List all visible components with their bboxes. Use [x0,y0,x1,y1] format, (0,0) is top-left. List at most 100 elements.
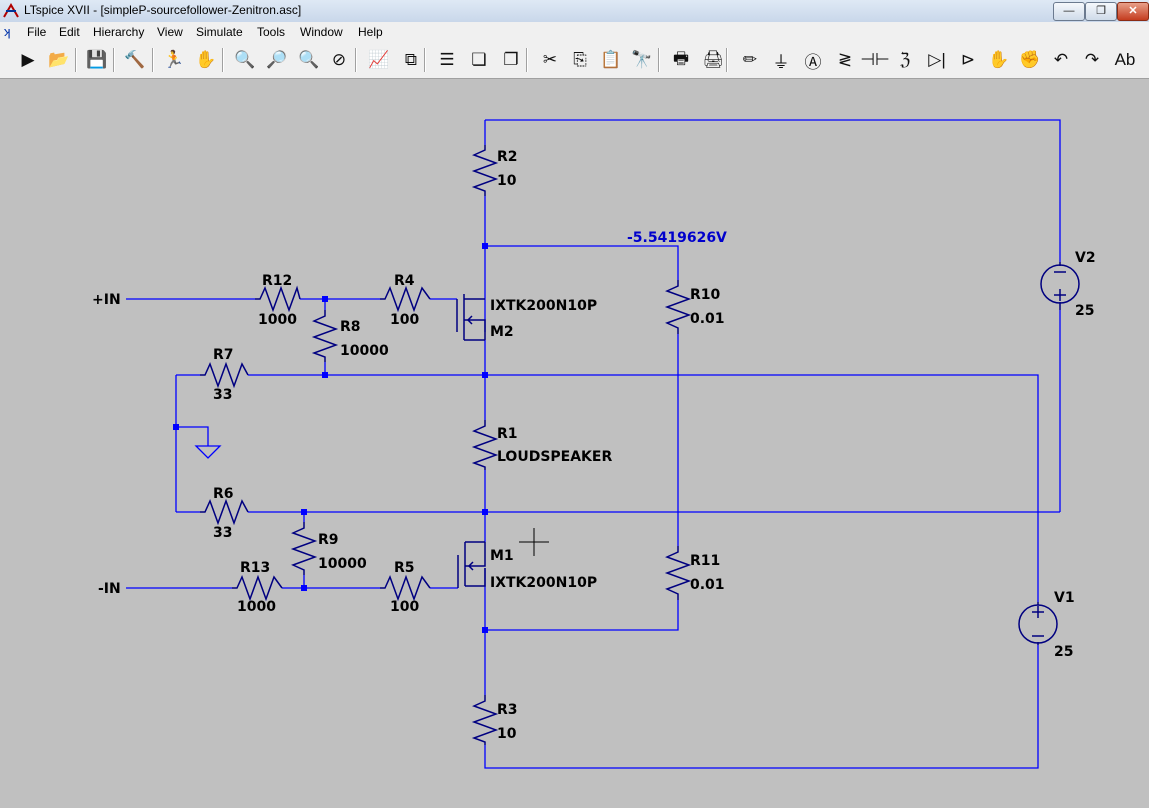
minimize-button[interactable]: — [1053,2,1085,21]
zoom-out-icon[interactable]: 🔍 [298,50,320,69]
voltage-source-v1[interactable] [1018,602,1058,645]
menu-file[interactable]: File [27,25,47,39]
save-icon[interactable]: 💾 [86,50,108,69]
voltage-source-v2[interactable] [1040,262,1080,310]
text-icon[interactable]: Ab [1114,50,1136,69]
drag-icon[interactable]: ✊ [1019,50,1041,69]
resistor-r12[interactable] [255,285,301,313]
mosfet-m1[interactable] [457,541,486,588]
resistor-r10[interactable] [664,280,692,334]
tile-horizontal-icon[interactable]: ☰ [439,50,455,69]
menu-simulate[interactable]: Simulate [196,25,243,39]
schematic-doc-icon[interactable]: ʞ [4,24,11,39]
menu-view[interactable]: View [157,25,183,39]
resistor-r6[interactable] [200,498,249,526]
ground-icon[interactable] [194,445,222,459]
r7-ref: R7 [213,347,234,363]
label-net-icon[interactable]: Ⓐ [804,52,822,72]
toolbar-separator [222,48,224,72]
control-panel-icon[interactable]: 🔨 [124,50,146,69]
v1-value: 25 [1054,644,1073,660]
resistor-icon[interactable]: ≷ [837,50,853,69]
undo-icon[interactable]: ↶ [1053,50,1069,69]
resistor-r4[interactable] [380,285,431,313]
close-button[interactable]: ✕ [1117,2,1149,21]
r10-ref: R10 [690,287,721,303]
junctions [173,243,488,633]
menu-hierarchy[interactable]: Hierarchy [93,25,145,39]
resistor-r8[interactable] [311,310,339,362]
autoscale-icon[interactable]: 📈 [368,50,390,69]
r10-value: 0.01 [690,311,725,327]
draw-wire-icon[interactable]: ✏ [742,50,758,69]
wires [126,119,1061,769]
r9-ref: R9 [318,532,339,548]
run-man-icon[interactable]: 🏃 [163,50,185,69]
paste-icon[interactable]: 📋 [600,50,622,69]
resistor-r2[interactable] [471,145,499,196]
probe-voltage: -5.5419626V [627,230,727,246]
toolbar-separator [526,48,528,72]
tile-vertical-icon[interactable]: ❐ [503,50,519,69]
resistor-r7[interactable] [200,361,249,389]
resistor-r9[interactable] [290,522,318,575]
find-icon[interactable]: 🔭 [631,50,653,69]
m1-ref: M1 [490,548,514,564]
m1-value: IXTK200N10P [490,575,597,591]
r11-value: 0.01 [690,577,725,593]
toolbar-separator [152,48,154,72]
diode-icon[interactable]: ▷| [928,50,946,69]
menu-edit[interactable]: Edit [59,25,80,39]
menu-tools[interactable]: Tools [257,25,286,39]
r13-ref: R13 [240,560,270,576]
menu-window[interactable]: Window [300,25,343,39]
m2-ref: M2 [490,324,514,340]
r2-value: 10 [497,173,517,189]
r6-value: 33 [213,525,232,541]
resistor-r11[interactable] [664,546,692,600]
menu-help[interactable]: Help [358,25,383,39]
r8-ref: R8 [340,319,361,335]
inductor-icon[interactable]: ℨ [899,50,911,69]
schematic-drawing: R2 10 -5.5419626V R10 0.01 +IN R12 1000 … [92,119,1096,769]
mosfet-m2[interactable] [456,294,486,341]
ground-icon[interactable]: ⏚ [772,52,790,72]
halt-hand-icon[interactable]: ✋ [195,50,217,69]
zoom-in-icon[interactable]: 🔍 [234,50,256,69]
run-icon[interactable]: ▶ [21,50,35,69]
cut-icon[interactable]: ✂ [542,50,558,69]
r5-value: 100 [390,599,419,615]
r12-value: 1000 [258,312,297,328]
toolbar: ▶ 📂 💾 🔨 🏃 ✋ 🔍 🔎 🔍 ⊘ 📈 ⧉ ☰ ❏ ❐ ✂ ⎘ 📋 🔭 🖶 🖨 ✏ ⏚ Ⓐ ≷ ⊣⊢ ℨ ▷| ⊳ ✋ ✊ ↶ ↷ Ab [0,42,1149,79]
component-icon[interactable]: ⊳ [960,50,976,69]
toolbar-separator [658,48,660,72]
resistor-r13[interactable] [232,574,283,602]
zoom-pan-icon[interactable]: 🔎 [266,50,288,69]
ltspice-app-icon[interactable] [3,3,19,19]
open-folder-icon[interactable]: 📂 [48,50,70,69]
redo-icon[interactable]: ↷ [1084,50,1100,69]
crosshair-cursor [519,528,549,556]
cascade-icon[interactable]: ❏ [471,50,487,69]
r3-ref: R3 [497,702,518,718]
capacitor-icon[interactable]: ⊣⊢ [860,50,890,69]
print-setup-icon[interactable]: 🖨 [702,50,724,69]
plot-settings-icon[interactable]: ⧉ [404,50,418,69]
r9-value: 10000 [318,556,367,572]
v2-ref: V2 [1075,250,1096,266]
schematic-canvas[interactable]: R2 10 -5.5419626V R10 0.01 +IN R12 1000 … [0,79,1149,803]
maximize-button[interactable]: ❐ [1085,2,1117,21]
resistor-r1[interactable] [471,420,499,470]
toolbar-separator [726,48,728,72]
r1-ref: R1 [497,426,518,442]
copy-icon[interactable]: ⎘ [573,50,587,69]
move-icon[interactable]: ✋ [988,50,1010,69]
m2-value: IXTK200N10P [490,298,597,314]
r3-value: 10 [497,726,517,742]
r2-ref: R2 [497,149,518,165]
resistor-r3[interactable] [471,695,499,745]
zoom-cancel-icon[interactable]: ⊘ [331,50,347,69]
print-icon[interactable]: 🖶 [672,48,690,68]
resistor-r5[interactable] [380,574,431,602]
minus-in-label: -IN [98,581,121,597]
